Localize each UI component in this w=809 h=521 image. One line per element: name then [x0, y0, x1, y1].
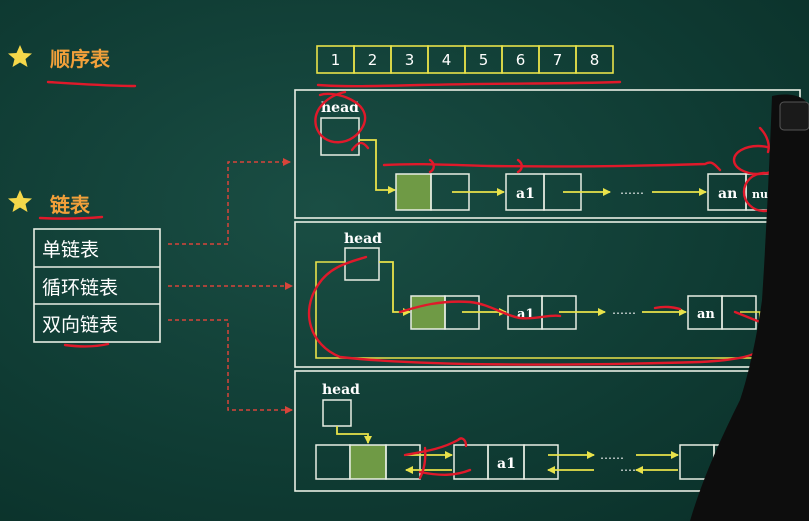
- list-type-singly: 单链表: [42, 239, 99, 261]
- array-cell-label: 8: [590, 51, 600, 69]
- circular-an-label: an: [697, 307, 715, 322]
- list-type-table: [33, 228, 161, 343]
- array-cells: 1 2 3 4 5 6 7 8: [316, 45, 614, 74]
- array-cell-label: 2: [368, 51, 378, 69]
- circular-ellipsis: ……: [612, 303, 636, 317]
- circular-head-label: head: [344, 231, 382, 247]
- array-cell-label: 4: [442, 51, 452, 69]
- doubly-a1-label: a1: [497, 456, 516, 472]
- singly-linked-list: head a1 …… an null: [320, 100, 785, 211]
- presenter-figure: [690, 94, 809, 521]
- list-type-doubly: 双向链表: [42, 314, 118, 336]
- circular-head-pointer: [344, 247, 380, 281]
- doubly-head-node: [315, 444, 421, 480]
- circular-wrap-arrow: [315, 261, 761, 359]
- circular-a1-label: a1: [517, 307, 534, 322]
- connector-arrows: [168, 158, 293, 414]
- array-cell-label: 7: [553, 51, 563, 69]
- star-icon: [8, 45, 32, 67]
- array-cell: [575, 45, 614, 74]
- singly-ellipsis: ……: [620, 183, 644, 197]
- section-title-linked: 链表: [50, 193, 91, 217]
- doubly-head-label: head: [322, 382, 360, 398]
- singly-head-label: head: [321, 100, 359, 116]
- doubly-ellipsis-next: ……: [600, 448, 624, 462]
- singly-an-label: an: [718, 186, 737, 202]
- star-icon: [8, 190, 32, 212]
- singly-a1-label: a1: [516, 186, 535, 202]
- circular-head-arrow: [379, 261, 411, 316]
- array-cell-label: 5: [479, 51, 489, 69]
- list-type-circular: 循环链表: [42, 277, 118, 299]
- singly-head-node: [395, 173, 470, 211]
- array-cell-label: 3: [405, 51, 415, 69]
- doubly-head-arrow: [336, 426, 372, 444]
- array-cell-label: 1: [331, 51, 341, 69]
- circular-linked-list: head a1 …… an: [315, 231, 761, 359]
- doubly-node-a1: [453, 444, 559, 480]
- array-cell-label: 6: [516, 51, 526, 69]
- doubly-linked-list: head a1 …… ……: [315, 382, 749, 480]
- singly-head-arrow: [359, 139, 396, 194]
- red-annotations: [38, 80, 786, 480]
- section-title-sequence: 顺序表: [50, 47, 111, 71]
- doubly-head-pointer: [322, 399, 352, 427]
- doubly-ellipsis-prev: ……: [620, 460, 644, 474]
